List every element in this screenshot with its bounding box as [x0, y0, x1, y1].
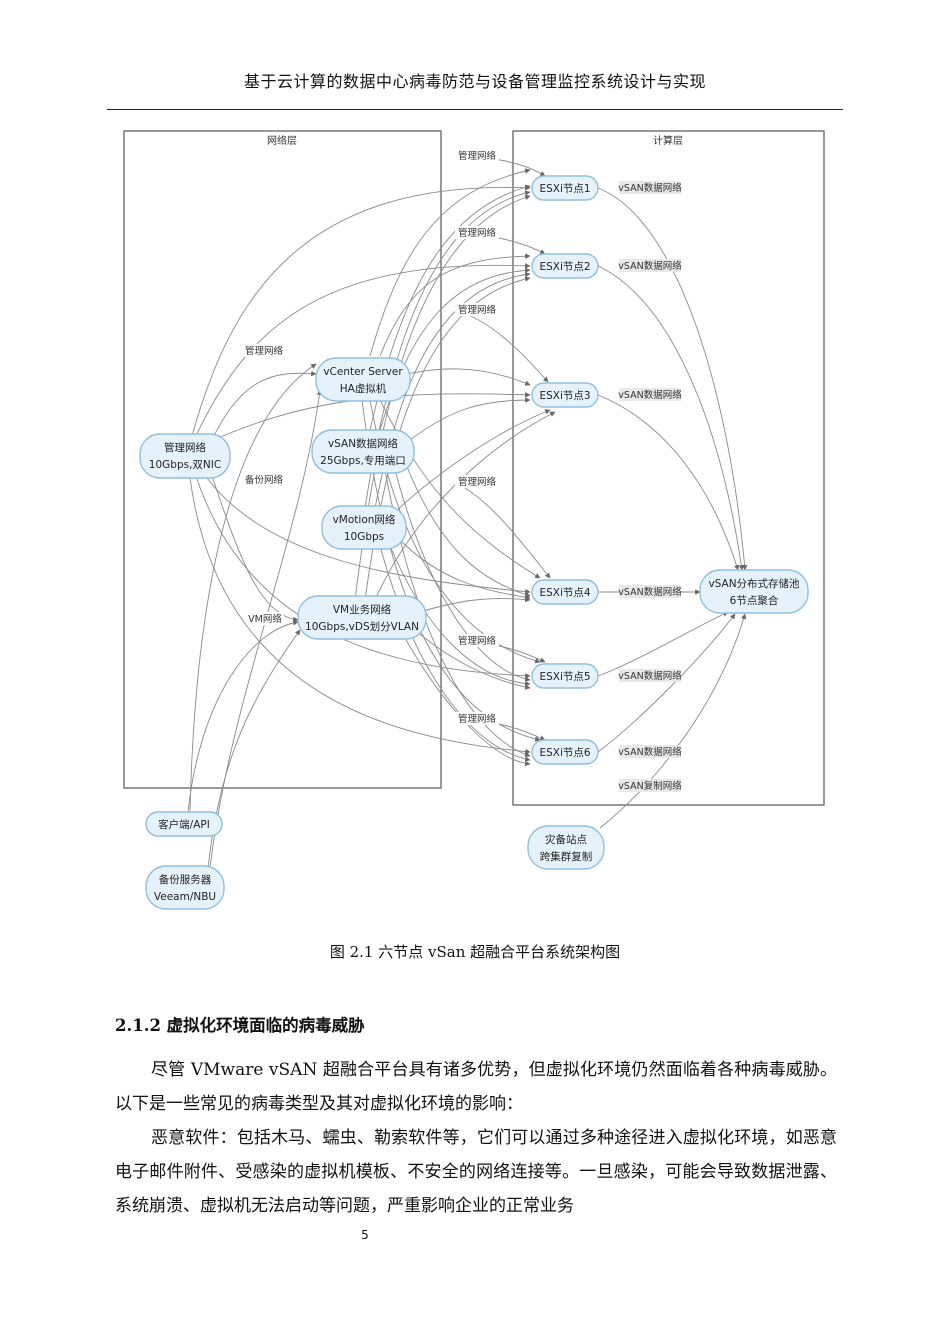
svg-text:6节点聚合: 6节点聚合 [730, 594, 779, 607]
node-vsan-network: vSAN数据网络 25Gbps,专用端口 [311, 429, 415, 474]
svg-text:HA虚拟机: HA虚拟机 [340, 382, 387, 395]
svg-text:管理网络: 管理网络 [458, 150, 497, 162]
svg-text:10Gbps,双NIC: 10Gbps,双NIC [149, 459, 221, 471]
edge-label-mgmt-2: 管理网络 [455, 226, 499, 239]
svg-text:备份服务器: 备份服务器 [159, 873, 212, 886]
edge-label-vsan-4: vSAN数据网络 [618, 585, 682, 598]
edge-label-vsan-2: vSAN数据网络 [618, 259, 682, 272]
svg-text:ESXi节点1: ESXi节点1 [539, 183, 590, 195]
compute-layer-cluster [512, 130, 825, 806]
edge-label-vsan-repl: vSAN复制网络 [618, 779, 682, 792]
svg-text:跨集群复制: 跨集群复制 [540, 850, 593, 863]
edge-label-mgmt-4: 管理网络 [242, 344, 286, 357]
architecture-diagram: 网络层 计算层 [123, 130, 825, 910]
svg-text:管理网络: 管理网络 [458, 304, 497, 316]
svg-text:vSAN数据网络: vSAN数据网络 [618, 746, 682, 758]
node-backup-server: 备份服务器 Veeam/NBU [145, 865, 225, 910]
edge-label-backup: 备份网络 [242, 473, 286, 486]
svg-text:vSAN数据网络: vSAN数据网络 [618, 260, 682, 272]
svg-text:管理网络: 管理网络 [164, 441, 206, 454]
svg-text:vSAN复制网络: vSAN复制网络 [618, 780, 682, 792]
page-number: 5 [361, 1228, 369, 1242]
svg-text:Veeam/NBU: Veeam/NBU [154, 891, 216, 903]
page-header: 基于云计算的数据中心病毒防范与设备管理监控系统设计与实现 [243, 72, 706, 91]
svg-text:ESXi节点4: ESXi节点4 [539, 587, 590, 599]
node-vcenter: vCenter Server HA虚拟机 [315, 357, 411, 402]
node-vmotion-network: vMotion网络 10Gbps [321, 505, 407, 550]
edge-label-mgmt-5: 管理网络 [455, 475, 499, 488]
compute-layer-title: 计算层 [653, 134, 683, 147]
edge-label-vsan-6: vSAN数据网络 [618, 745, 682, 758]
node-esxi-5: ESXi节点5 [531, 663, 599, 689]
svg-text:管理网络: 管理网络 [458, 713, 497, 725]
header-rule [107, 109, 843, 110]
svg-text:10Gbps: 10Gbps [344, 531, 384, 543]
network-layer-title: 网络层 [267, 134, 297, 147]
node-esxi-1: ESXi节点1 [531, 175, 599, 201]
edge-label-mgmt-7: 管理网络 [455, 712, 499, 725]
figure-caption: 图 2.1 六节点 vSan 超融合平台系统架构图 [329, 943, 621, 961]
node-client-api: 客户端/API [145, 811, 223, 837]
svg-text:vSAN数据网络: vSAN数据网络 [618, 389, 682, 401]
edge-label-mgmt-6: 管理网络 [455, 634, 499, 647]
svg-text:25Gbps,专用端口: 25Gbps,专用端口 [320, 454, 406, 467]
section-heading: 2.1.2 虚拟化环境面临的病毒威胁 [115, 1016, 365, 1035]
node-mgmt-network: 管理网络 10Gbps,双NIC [139, 433, 231, 479]
svg-text:vSAN数据网络: vSAN数据网络 [618, 670, 682, 682]
svg-text:ESXi节点6: ESXi节点6 [539, 747, 590, 759]
paragraph-2: 恶意软件：包括木马、蠕虫、勒索软件等，它们可以通过多种途径进入虚拟化环境，如恶意… [115, 1128, 837, 1216]
svg-text:VM业务网络: VM业务网络 [333, 603, 392, 616]
node-esxi-6: ESXi节点6 [531, 739, 599, 765]
node-esxi-3: ESXi节点3 [531, 382, 599, 408]
node-esxi-4: ESXi节点4 [531, 579, 599, 605]
paragraph-1: 尽管 VMware vSAN 超融合平台具有诸多优势，但虚拟化环境仍然面临着各种… [115, 1060, 837, 1114]
svg-text:备份网络: 备份网络 [245, 474, 284, 486]
svg-text:管理网络: 管理网络 [458, 635, 497, 647]
network-layer-cluster [123, 130, 442, 789]
svg-text:ESXi节点2: ESXi节点2 [539, 261, 590, 273]
edge-label-vsan-1: vSAN数据网络 [618, 181, 682, 194]
svg-text:vSAN数据网络: vSAN数据网络 [328, 437, 399, 450]
edge-label-vsan-3: vSAN数据网络 [618, 388, 682, 401]
svg-text:ESXi节点5: ESXi节点5 [539, 671, 590, 683]
node-esxi-2: ESXi节点2 [531, 253, 599, 279]
svg-text:客户端/API: 客户端/API [158, 818, 210, 831]
node-vm-business-network: VM业务网络 10Gbps,vDS划分VLAN [297, 595, 427, 640]
edge-label-mgmt-1: 管理网络 [455, 149, 499, 162]
svg-text:VM网络: VM网络 [248, 613, 282, 625]
svg-text:ESXi节点3: ESXi节点3 [539, 390, 590, 402]
edge-label-mgmt-3: 管理网络 [455, 303, 499, 316]
svg-text:管理网络: 管理网络 [458, 227, 497, 239]
edge-label-vsan-5: vSAN数据网络 [618, 669, 682, 682]
svg-text:vCenter Server: vCenter Server [323, 366, 403, 378]
svg-text:vMotion网络: vMotion网络 [333, 513, 396, 526]
svg-text:管理网络: 管理网络 [458, 476, 497, 488]
svg-text:管理网络: 管理网络 [245, 345, 284, 357]
edge-label-vm: VM网络 [246, 612, 284, 625]
svg-text:vSAN数据网络: vSAN数据网络 [618, 182, 682, 194]
svg-text:10Gbps,vDS划分VLAN: 10Gbps,vDS划分VLAN [305, 620, 419, 633]
node-vsan-storage-pool: vSAN分布式存储池 6节点聚合 [699, 569, 809, 614]
node-dr-site: 灾备站点 跨集群复制 [527, 825, 605, 870]
svg-text:vSAN分布式存储池: vSAN分布式存储池 [708, 577, 800, 590]
svg-text:vSAN数据网络: vSAN数据网络 [618, 586, 682, 598]
svg-text:灾备站点: 灾备站点 [545, 833, 587, 846]
